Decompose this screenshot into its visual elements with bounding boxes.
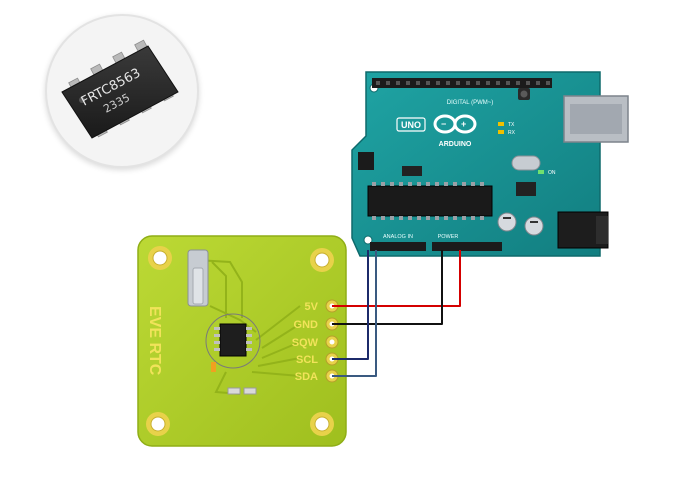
mounting-holes [146,246,334,436]
chip-outline [205,313,261,369]
rx-label: RX [508,130,516,136]
digital-header [372,78,552,88]
capacitor [524,216,544,236]
rtc-module-board: EVE RTC 5V GND SQW SCL SDA [137,235,347,447]
power-label: POWER [438,234,459,240]
pin-label-sqw: SQW [292,337,319,349]
crystal [511,155,541,171]
rtc-chip [219,323,247,357]
module-name: EVE RTC [146,306,163,376]
pin-label-5v: 5V [305,301,319,313]
wire-sda [332,250,377,377]
svg-text:+: + [461,119,466,129]
wire-gnd [332,250,443,325]
wire-5v [332,250,461,307]
power-header [432,242,502,251]
pin-label-gnd: GND [294,319,319,331]
analog-header [370,242,426,251]
capacitor [497,212,517,232]
board-name-label: UNO [401,120,421,130]
smd-component [211,362,216,372]
pin-label-sda: SDA [295,371,318,383]
tx-label: TX [508,122,515,128]
brand-label: ARDUINO [439,141,472,148]
pin-pads [325,299,339,383]
rtc-chip-closeup: FRTC8563 2335 [61,39,179,139]
pin-label-scl: SCL [296,354,318,366]
atmega-chip [367,185,493,217]
wire-scl [332,250,369,360]
arduino-logo-icon [433,114,477,134]
digital-label: DIGITAL (PWM~) [447,100,494,106]
status-leds [498,122,544,174]
arduino-uno-board: DIGITAL (PWM~) UNO − + ARDUINO TX RX ON [351,71,629,257]
analog-label: ANALOG IN [383,234,413,240]
icsp-header [358,152,374,170]
svg-text:−: − [441,119,446,129]
on-label: ON [548,170,556,176]
